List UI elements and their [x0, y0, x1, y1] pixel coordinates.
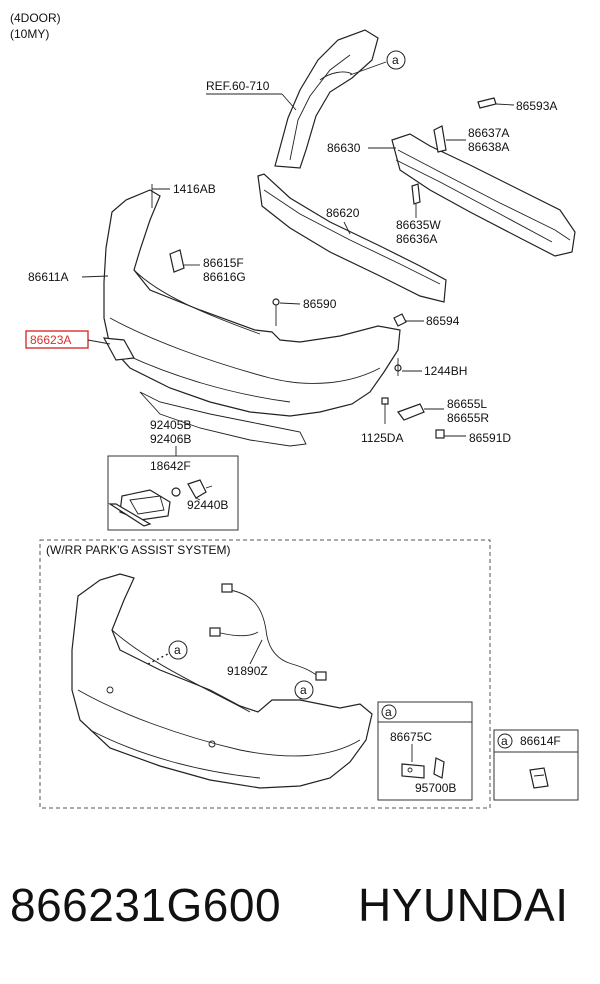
callout-a-park-right: a: [294, 680, 314, 701]
park-assist-title: (W/RR PARK'G ASSIST SYSTEM): [46, 543, 231, 557]
quarter-panel-drawing: [274, 29, 379, 169]
label-1125da: 1125DA: [361, 431, 403, 445]
label-86636a: 86636A: [396, 232, 437, 246]
callout-a-clip-box: a: [497, 733, 513, 749]
highlight-box-86623a: [25, 330, 89, 349]
footer-brand: HYUNDAI: [358, 879, 569, 931]
bumper-cover-drawing: [103, 189, 401, 447]
header-4door: (4DOOR): [10, 11, 61, 25]
clip-86614f-drawing: [529, 767, 549, 789]
label-ref-60-710: REF.60-710: [206, 79, 270, 93]
bolt-1244bh-drawing: [394, 358, 402, 376]
harness-91890z-drawing: [209, 583, 327, 681]
bracket-86635w-drawing: [411, 183, 421, 205]
label-86635w: 86635W: [396, 218, 441, 232]
label-18642f: 18642F: [150, 459, 191, 473]
bolt-86590-drawing: [272, 298, 280, 326]
label-92405b: 92405B: [150, 418, 191, 432]
svg-text:a: a: [174, 643, 181, 657]
header-10my: (10MY): [10, 27, 49, 41]
rear-beam-drawing: [391, 133, 576, 257]
label-86591d: 86591D: [469, 431, 511, 445]
label-86675c: 86675C: [390, 730, 432, 744]
lamp-detail-box: [107, 455, 239, 531]
sensor-detail-box: [377, 701, 473, 801]
clip-detail-box: [493, 729, 579, 801]
svg-text:a: a: [385, 705, 392, 719]
bracket-86655l-drawing: [397, 403, 425, 421]
label-1244bh: 1244BH: [424, 364, 467, 378]
label-92406b: 92406B: [150, 432, 191, 446]
label-86623a: 86623A: [30, 333, 71, 347]
label-92440b: 92440B: [187, 498, 228, 512]
callout-letter: a: [392, 53, 399, 67]
park-assist-bumper-drawing: [71, 573, 373, 789]
sensor-holder-drawing: [401, 757, 445, 779]
label-86615f: 86615F: [203, 256, 244, 270]
clip-86591d-drawing: [435, 429, 445, 439]
footer-part-number: 866231G600: [10, 879, 282, 931]
label-86614f: 86614F: [520, 734, 561, 748]
callout-a-park-left: a: [147, 640, 188, 665]
reflector-86623a-drawing: [102, 337, 135, 361]
label-86590: 86590: [303, 297, 337, 311]
label-86593a: 86593A: [516, 99, 557, 113]
bracket-86615f-drawing: [169, 249, 185, 273]
clip-86594-drawing: [393, 313, 407, 327]
label-86655r: 86655R: [447, 411, 489, 425]
label-86616g: 86616G: [203, 270, 246, 284]
svg-text:a: a: [300, 683, 307, 697]
bracket-86637a-drawing: [433, 125, 447, 153]
svg-text:a: a: [501, 734, 508, 748]
label-86611a: 86611A: [28, 270, 68, 284]
label-86594: 86594: [426, 314, 460, 328]
label-86638a: 86638A: [468, 140, 509, 154]
bolt-1125da-drawing: [381, 397, 389, 424]
label-91890z: 91890Z: [227, 664, 268, 678]
label-86620: 86620: [326, 206, 360, 220]
label-86637a: 86637A: [468, 126, 509, 140]
callout-a-sensor-box: a: [381, 704, 397, 720]
clip-86593a-drawing: [477, 97, 497, 109]
bulb-socket-drawing: [171, 479, 213, 499]
park-assist-section: [39, 539, 491, 809]
reflector-lamp-drawing: [107, 489, 171, 527]
energy-absorber-drawing: [257, 173, 447, 303]
label-95700b: 95700B: [415, 781, 456, 795]
callout-a-top: a: [349, 50, 406, 76]
label-86630: 86630: [327, 141, 361, 155]
label-1416ab: 1416AB: [173, 182, 216, 196]
label-86655l: 86655L: [447, 397, 487, 411]
footer: 866231G600 HYUNDAI: [10, 878, 590, 948]
